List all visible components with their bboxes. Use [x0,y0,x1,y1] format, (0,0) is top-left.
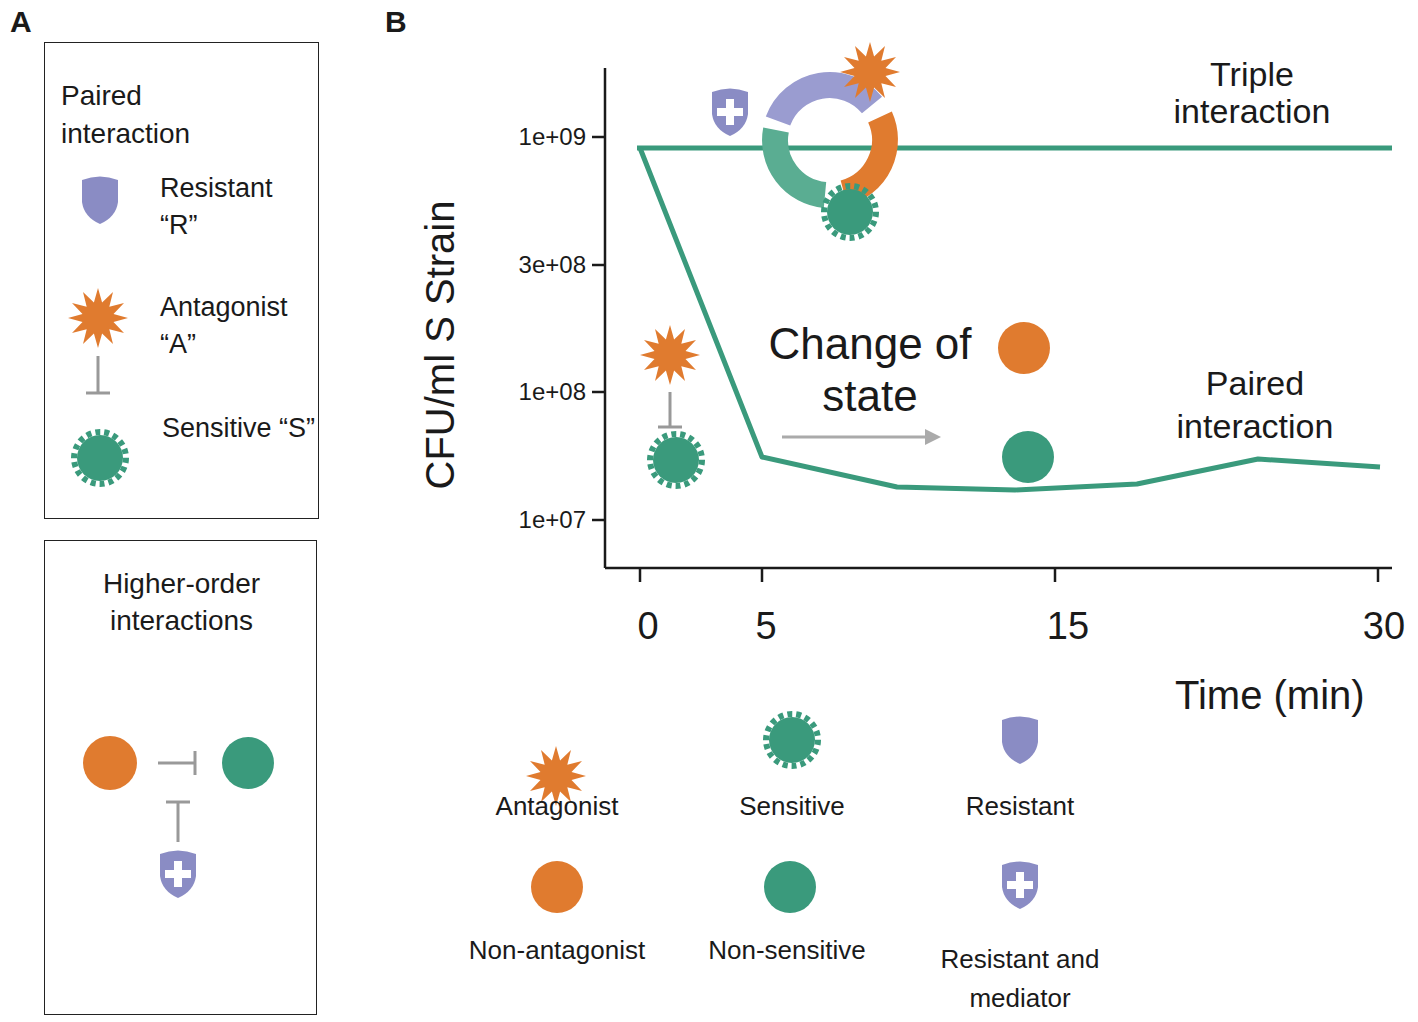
legend-label: Resistant and mediator [910,940,1130,1018]
chart-label: 0 [637,604,658,648]
panel-box: Higher-order interactions [44,540,317,1015]
legend-label: Non-sensitive [708,934,866,966]
higher-order-icons [83,736,274,898]
chart-label: 3e+08 [519,251,586,279]
panel-heading: Higher-order interactions [55,565,308,639]
chart-label: CFU/ml S Strain [417,201,463,490]
triple-symbol [775,85,885,195]
panel-box: Paired interaction [44,42,319,519]
panel-heading: Paired interaction [61,77,251,153]
chart-label: Change of state [745,318,995,422]
chart-label: Sensitive “S” [162,410,317,447]
chart-label: 15 [1047,604,1089,648]
legend-label: Sensitive [739,790,845,822]
chart-label: 1e+07 [519,506,586,534]
triple-icons [712,42,900,238]
chart-label: Triple interaction [1142,56,1362,130]
chart-label: Time (min) [1175,672,1365,718]
chart-label: A [10,4,32,40]
chart-label: Resistant “R” [160,170,315,244]
legend-label: Resistant [966,790,1074,822]
legend-label: Non-antagonist [469,934,645,966]
chart-label: 1e+09 [519,123,586,151]
chart-label: Antagonist “A” [160,289,315,363]
chart-label: 5 [755,604,776,648]
chart-label: Paired interaction [1145,362,1365,448]
chart-label: B [385,4,407,40]
chart-label: 1e+08 [519,378,586,406]
data-lines [637,148,1392,490]
chart-label: 30 [1363,604,1405,648]
chart-axes [592,68,1392,582]
paired-icons [640,325,702,486]
legend-label: Antagonist [496,790,619,822]
panel-a-icons [68,177,128,485]
